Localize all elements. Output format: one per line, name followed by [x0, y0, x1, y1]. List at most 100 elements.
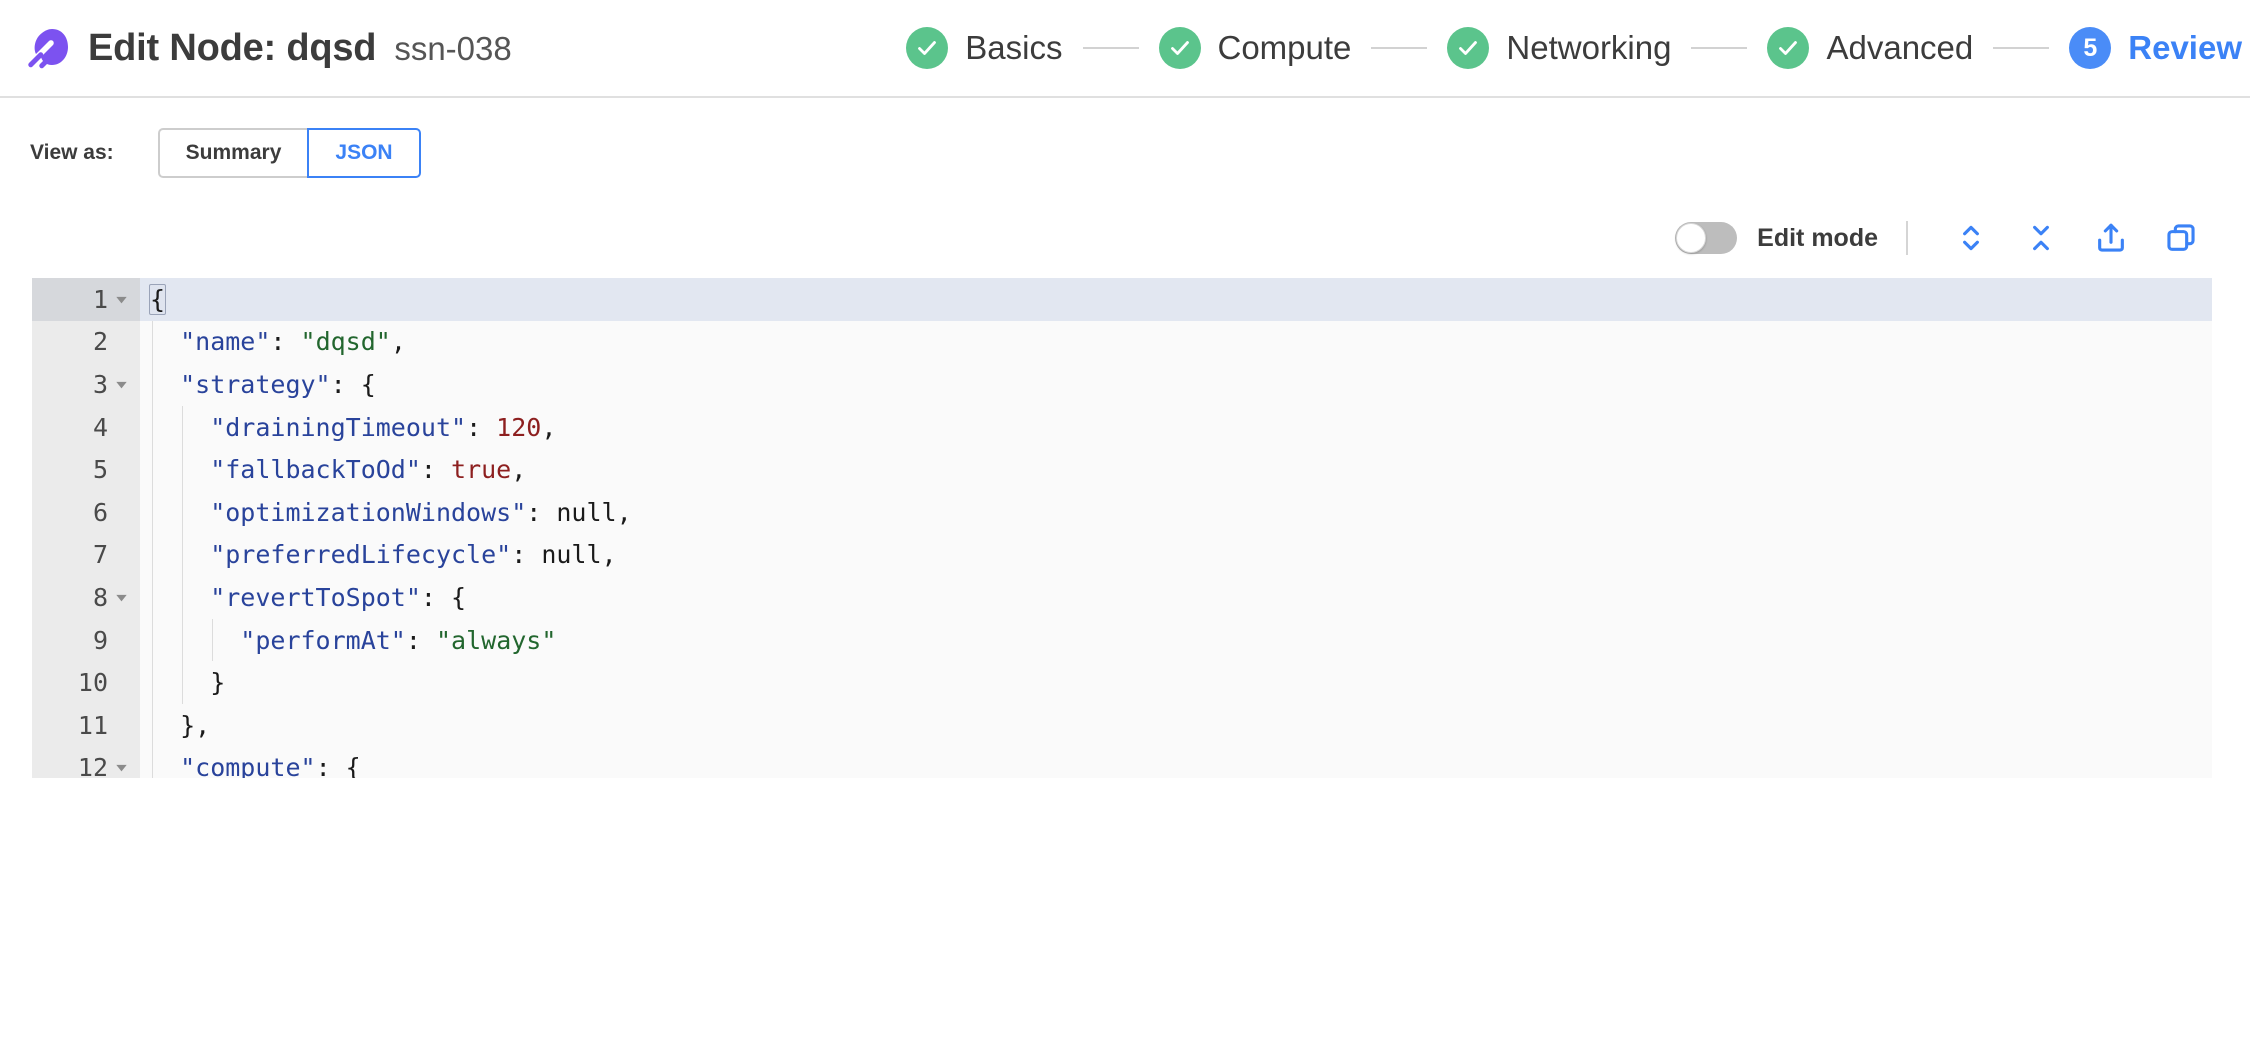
step-connector: [1371, 47, 1428, 49]
title-block: Edit Node: dqsd ssn-038: [88, 27, 512, 70]
code-text: "name": "dqsd",: [140, 320, 2212, 364]
line-number: 4: [92, 412, 108, 442]
code-line[interactable]: 6"optimizationWindows": null,: [32, 490, 2212, 534]
share-icon[interactable]: [2094, 221, 2128, 255]
line-number: 7: [92, 540, 108, 570]
step-advanced[interactable]: Advanced: [1767, 27, 1973, 69]
view-as-label: View as:: [30, 141, 114, 164]
indent-guide: [152, 746, 153, 778]
line-gutter: 12: [32, 746, 140, 778]
line-number: 10: [77, 668, 108, 698]
code-text: "revertToSpot": {: [140, 576, 2212, 619]
indent-guide: [152, 490, 153, 534]
code-text: "performAt": "always": [140, 618, 2212, 662]
indent-guide: [182, 405, 184, 449]
token-punc: ,: [601, 540, 617, 570]
token-punc: ,: [511, 455, 527, 485]
line-number: 9: [92, 625, 108, 655]
expand-all-icon[interactable]: [1954, 221, 1988, 255]
indent-guide: [212, 618, 214, 662]
code-text: "fallbackToOd": true,: [140, 448, 2212, 491]
code-text: }: [140, 661, 2212, 704]
code-tokens: "drainingTimeout": 120,: [150, 413, 556, 442]
token-str: "always": [435, 625, 557, 655]
code-text: {: [140, 278, 2212, 321]
token-punc: },: [180, 710, 211, 740]
code-text: "optimizationWindows": null,: [140, 490, 2212, 534]
indent-guide: [152, 405, 153, 449]
indent-guide: [152, 533, 153, 577]
editor-toolbar: Edit mode: [0, 206, 2250, 270]
indent-guide: [152, 703, 153, 747]
fold-toggle-icon[interactable]: [110, 761, 132, 774]
toolbar-divider: [1906, 221, 1908, 255]
code-line[interactable]: 1{: [32, 278, 2212, 321]
step-label: Compute: [1217, 29, 1352, 66]
step-networking[interactable]: Networking: [1447, 27, 1671, 69]
token-punc: :: [466, 412, 497, 442]
indent-guide: [152, 661, 153, 704]
step-basics[interactable]: Basics: [906, 27, 1063, 69]
step-review[interactable]: 5 Review: [2069, 27, 2242, 69]
line-number: 12: [77, 753, 108, 778]
step-label: Basics: [965, 29, 1063, 66]
code-line[interactable]: 2"name": "dqsd",: [32, 320, 2212, 364]
step-label: Review: [2128, 29, 2242, 66]
line-gutter: 2: [32, 320, 140, 364]
indent-guide: [182, 576, 184, 619]
indent-guide: [152, 320, 153, 364]
line-number: 8: [92, 582, 108, 612]
line-number: 11: [77, 710, 108, 740]
step-compute[interactable]: Compute: [1158, 27, 1352, 69]
token-punc: }: [210, 668, 226, 698]
collapse-all-icon[interactable]: [2024, 221, 2058, 255]
indent-guide: [182, 490, 184, 534]
code-line[interactable]: 12 "compute": {: [32, 746, 2212, 778]
code-tokens: "fallbackToOd": true,: [150, 455, 526, 484]
code-line[interactable]: 10}: [32, 661, 2212, 704]
code-line[interactable]: 3"strategy": {: [32, 363, 2212, 406]
wizard-stepper: Basics Compute Networking Advanced 5 Review: [512, 27, 2250, 69]
code-line[interactable]: 11},: [32, 703, 2212, 747]
token-key: "compute": [180, 753, 316, 778]
token-punc: ,: [390, 327, 406, 357]
token-null: null: [541, 540, 602, 570]
edit-mode-toggle[interactable]: [1675, 222, 1738, 254]
fold-toggle-icon[interactable]: [110, 591, 132, 604]
line-number: 5: [92, 455, 108, 485]
indent-guide: [182, 661, 184, 704]
code-text: "compute": {: [140, 746, 2212, 778]
code-line[interactable]: 5 "fallbackToOd": true,: [32, 448, 2212, 491]
step-check-icon: [1447, 27, 1490, 69]
indent-guide: [182, 533, 184, 577]
token-punc: ,: [616, 497, 632, 527]
step-label: Advanced: [1826, 29, 1974, 66]
token-punc: :: [511, 540, 542, 570]
page-title: Edit Node: dqsd: [88, 26, 377, 69]
token-punc: :: [526, 497, 557, 527]
token-punc: : {: [315, 753, 361, 778]
token-null: null: [556, 497, 617, 527]
code-tokens: "compute": {: [150, 753, 361, 778]
code-tokens: "optimizationWindows": null,: [150, 497, 632, 527]
line-gutter: 4: [32, 405, 140, 449]
code-tokens: "preferredLifecycle": null,: [150, 540, 617, 570]
code-line[interactable]: 4 "drainingTimeout": 120,: [32, 405, 2212, 449]
fold-toggle-icon[interactable]: [110, 378, 132, 391]
token-key: "strategy": [180, 369, 331, 399]
view-as-summary-button[interactable]: Summary: [157, 127, 308, 179]
copy-icon[interactable]: [2164, 221, 2198, 255]
token-key: "drainingTimeout": [210, 412, 467, 442]
code-line[interactable]: 7 "preferredLifecycle": null,: [32, 533, 2212, 577]
node-id: ssn-038: [394, 29, 512, 67]
code-line[interactable]: 9 "performAt": "always": [32, 618, 2212, 662]
token-bool: true: [451, 455, 512, 485]
json-code-editor[interactable]: 1{2"name": "dqsd",3"strategy": {4"draini…: [32, 278, 2212, 778]
code-line[interactable]: 8 "revertToSpot": {: [32, 576, 2212, 619]
code-tokens: }: [150, 668, 225, 697]
line-number: 1: [92, 284, 108, 314]
view-as-json-button[interactable]: JSON: [307, 127, 421, 179]
fold-toggle-icon[interactable]: [110, 293, 132, 306]
step-number: 5: [2083, 33, 2098, 62]
token-punc: :: [270, 327, 301, 357]
